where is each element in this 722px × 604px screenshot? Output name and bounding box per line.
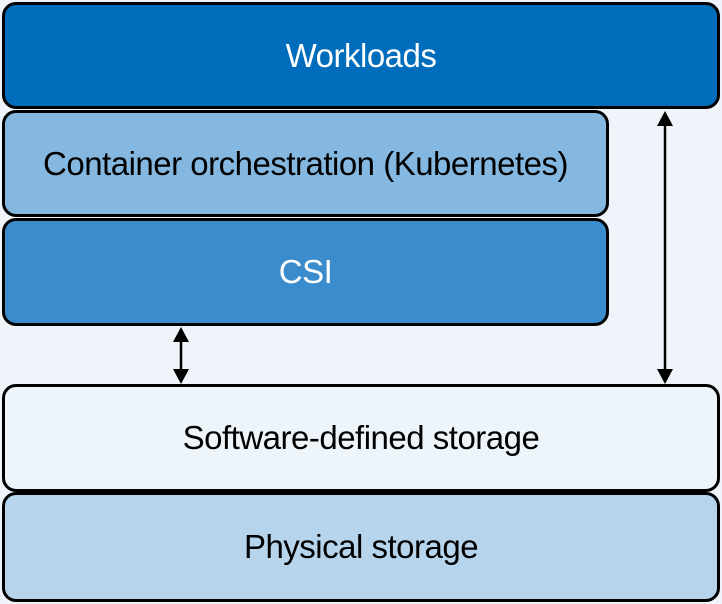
physical-storage-label: Physical storage [243,528,479,565]
software-defined-storage-label: Software-defined storage [182,419,540,456]
csi-to-storage-arrow [173,327,189,384]
workloads-label: Workloads [285,36,437,74]
container-orchestration-label: Container orchestration (Kubernetes) [43,144,568,182]
workloads-to-storage-arrow [657,111,673,384]
container-orchestration-layer: Container orchestration (Kubernetes) [2,110,609,217]
physical-storage-layer: Physical storage [2,492,720,602]
workloads-layer: Workloads [2,2,720,109]
software-defined-storage-layer: Software-defined storage [2,384,720,492]
csi-label: CSI [278,253,333,290]
csi-layer: CSI [2,218,609,326]
